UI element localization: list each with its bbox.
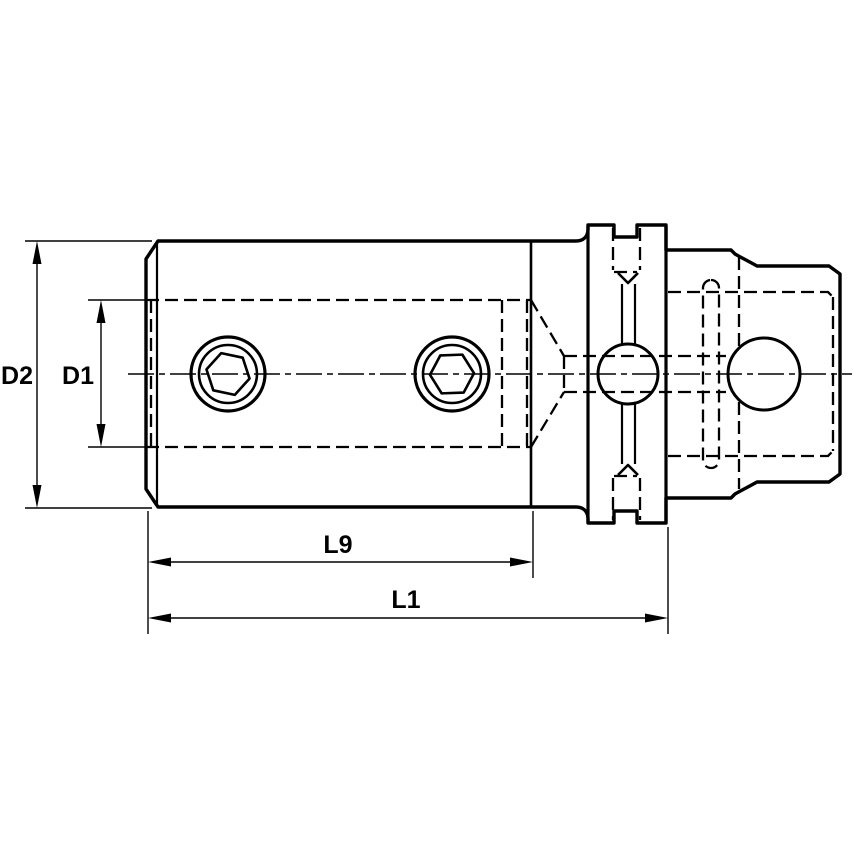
l9-arrow-right	[510, 557, 533, 567]
l9-arrow-left	[148, 557, 171, 567]
d2-extension-lines	[25, 240, 152, 509]
l9-label: L9	[323, 531, 352, 559]
groove-root-v-bottom	[617, 463, 639, 476]
d2-arrow-up	[32, 241, 42, 264]
groove-bottom-hidden-lines	[611, 474, 642, 520]
screw-hex-socket	[428, 353, 476, 395]
d1-label: D1	[62, 362, 94, 390]
d1-extension-lines	[88, 299, 150, 448]
shank-bore-top-hidden-line	[668, 290, 834, 298]
hidden-lines	[146, 228, 835, 520]
groove-cylinder-edges-top	[620, 284, 637, 345]
l1-arrow-left	[148, 613, 171, 623]
center-bore-hidden-line	[564, 354, 726, 394]
groove-cylinder-edges-bottom	[620, 403, 637, 464]
bore-cone-hidden-line	[530, 299, 566, 448]
groove-root-v-top	[617, 272, 639, 285]
dimension-d2: D2	[1, 240, 152, 509]
d1-arrow-down	[96, 424, 106, 447]
groove-top-hidden-lines	[611, 228, 642, 274]
dimension-l1: L1	[148, 527, 669, 634]
shank-bore-bottom-hidden-line	[668, 450, 834, 458]
d1-arrow-up	[96, 300, 106, 323]
dimension-d1: D1	[62, 299, 150, 448]
dimension-l9: L9	[147, 511, 534, 634]
d2-label: D2	[1, 362, 33, 390]
d2-arrow-down	[32, 485, 42, 508]
screw-hex-socket	[205, 351, 251, 397]
l1-arrow-right	[645, 613, 668, 623]
l1-label: L1	[391, 586, 420, 614]
